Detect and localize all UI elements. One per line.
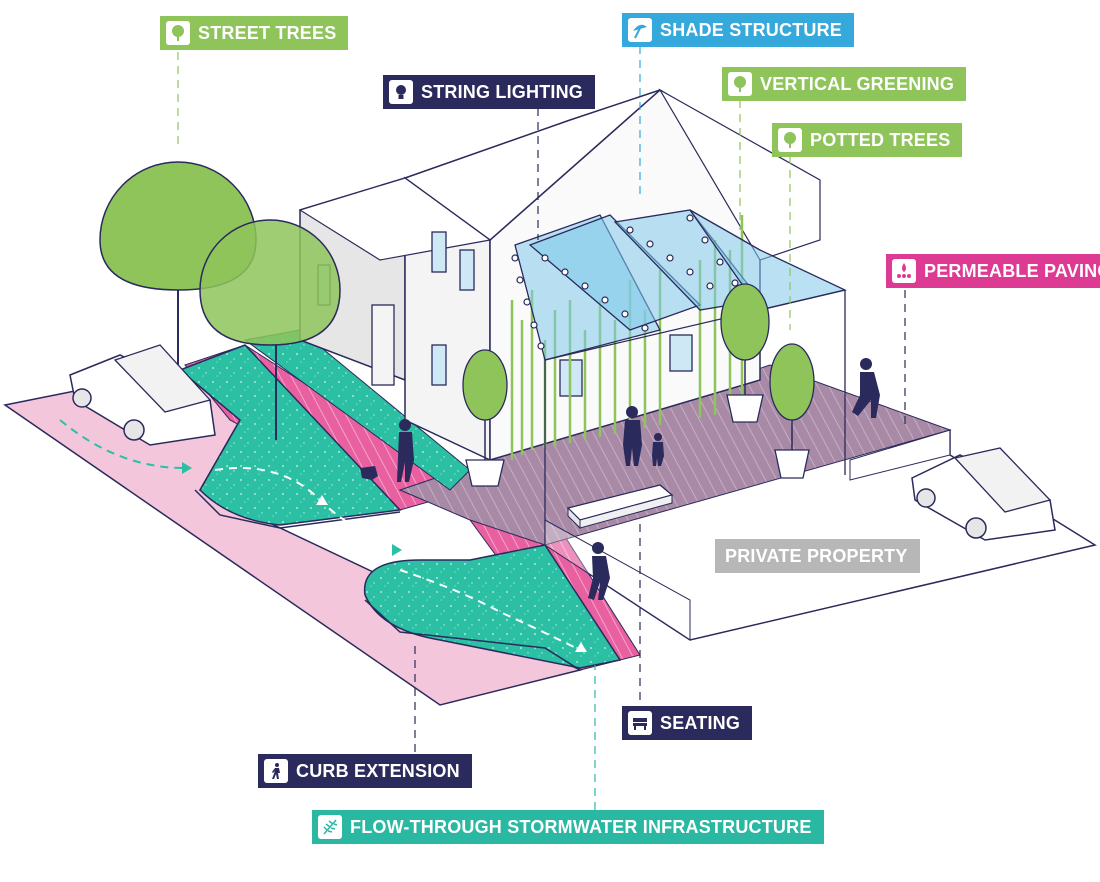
tree-icon [166, 21, 190, 45]
potted-trees-label: POTTED TREES [772, 123, 962, 157]
bench-icon [628, 711, 652, 735]
umbrella-icon [628, 18, 652, 42]
water-drops-icon [892, 259, 916, 283]
street-trees-label: STREET TREES [160, 16, 348, 50]
tree-icon [778, 128, 802, 152]
string-lighting-label: STRING LIGHTING [383, 75, 595, 109]
vertical-greening-label: VERTICAL GREENING [722, 67, 966, 101]
permeable-paving-label: PERMEABLE PAVING [886, 254, 1100, 288]
curb-extension-label: CURB EXTENSION [258, 754, 472, 788]
fern-leaf-icon [318, 815, 342, 839]
flow-through-label: FLOW-THROUGH STORMWATER INFRASTRUCTURE [312, 810, 824, 844]
seating-label: SEATING [622, 706, 752, 740]
shade-structure-label: SHADE STRUCTURE [622, 13, 854, 47]
pedestrian-icon [264, 759, 288, 783]
private-property-label: PRIVATE PROPERTY [715, 539, 920, 573]
tree-icon [728, 72, 752, 96]
lightbulb-icon [389, 80, 413, 104]
